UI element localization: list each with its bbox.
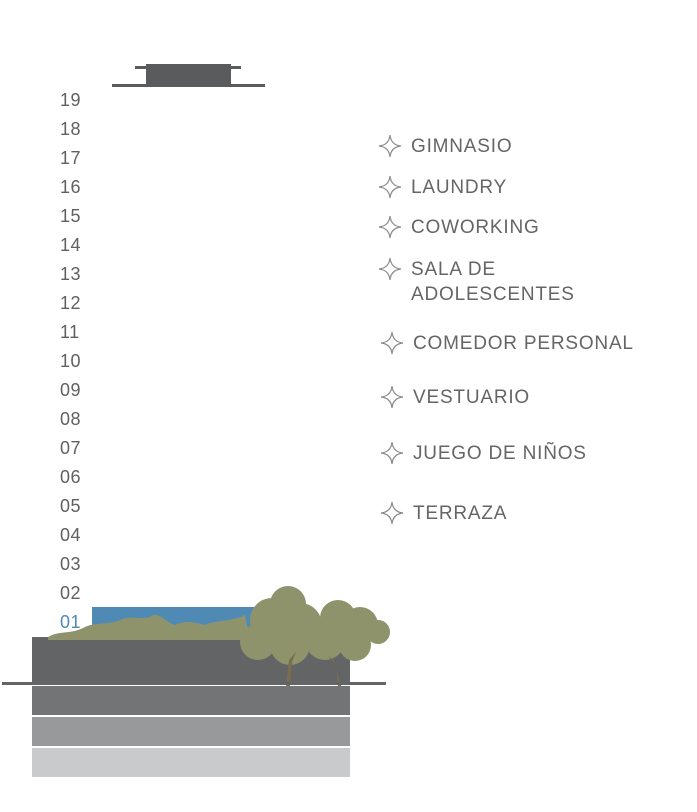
sparkle-icon bbox=[380, 501, 404, 525]
floor-label-01[interactable]: 01 bbox=[60, 612, 82, 632]
floor-label-09[interactable]: 09 bbox=[60, 380, 82, 400]
floor-label-07[interactable]: 07 bbox=[60, 438, 82, 458]
basement-2 bbox=[32, 717, 350, 746]
amenity-item: LAUNDRY bbox=[378, 175, 507, 200]
amenity-item: GIMNASIO bbox=[378, 134, 512, 159]
shrubs-and-trees bbox=[48, 586, 390, 686]
floor-label-03[interactable]: 03 bbox=[60, 554, 82, 574]
floor-label-16[interactable]: 16 bbox=[60, 177, 82, 197]
basement-1 bbox=[32, 686, 350, 715]
amenity-label: TERRAZA bbox=[413, 503, 508, 524]
floor-label-19[interactable]: 19 bbox=[60, 90, 82, 110]
floor-label-06[interactable]: 06 bbox=[60, 467, 82, 487]
roof-machine-room bbox=[146, 64, 231, 85]
floor-label-02[interactable]: 02 bbox=[60, 583, 82, 603]
basement-3 bbox=[32, 748, 350, 777]
ground-line bbox=[2, 682, 386, 685]
floor-label-10[interactable]: 10 bbox=[60, 351, 82, 371]
sparkle-icon bbox=[378, 134, 402, 158]
floor-label-17[interactable]: 17 bbox=[60, 148, 82, 168]
amenity-label: VESTUARIO bbox=[413, 387, 530, 408]
amenity-label: SALA DE ADOLESCENTES bbox=[411, 259, 575, 305]
floor-label-13[interactable]: 13 bbox=[60, 264, 82, 284]
roof-line bbox=[112, 84, 265, 87]
amenity-item: JUEGO DE NIÑOS bbox=[380, 441, 587, 466]
floor-label-08[interactable]: 08 bbox=[60, 409, 82, 429]
amenity-label: COWORKING bbox=[411, 217, 540, 238]
sparkle-icon bbox=[380, 441, 404, 465]
floor-label-12[interactable]: 12 bbox=[60, 293, 82, 313]
amenity-item: COWORKING bbox=[378, 215, 540, 240]
amenity-label: COMEDOR PERSONAL bbox=[413, 333, 634, 354]
amenity-label: GIMNASIO bbox=[411, 136, 513, 157]
sparkle-icon bbox=[378, 215, 402, 239]
sparkle-icon bbox=[380, 331, 404, 355]
floor-label-05[interactable]: 05 bbox=[60, 496, 82, 516]
amenity-item: VESTUARIO bbox=[380, 385, 530, 410]
sparkle-icon bbox=[378, 257, 402, 281]
floor-label-14[interactable]: 14 bbox=[60, 235, 82, 255]
sparkle-icon bbox=[378, 175, 402, 199]
amenity-item: TERRAZA bbox=[380, 501, 507, 526]
amenity-item: SALA DE ADOLESCENTES bbox=[378, 257, 608, 307]
floor-label-15[interactable]: 15 bbox=[60, 206, 82, 226]
floor-label-11[interactable]: 11 bbox=[60, 322, 80, 342]
floor-label-18[interactable]: 18 bbox=[60, 119, 82, 139]
amenity-label: JUEGO DE NIÑOS bbox=[413, 443, 587, 464]
amenity-label: LAUNDRY bbox=[411, 177, 508, 198]
sparkle-icon bbox=[380, 385, 404, 409]
hedge bbox=[48, 614, 250, 640]
floor-label-04[interactable]: 04 bbox=[60, 525, 82, 545]
amenity-item: COMEDOR PERSONAL bbox=[380, 331, 634, 356]
